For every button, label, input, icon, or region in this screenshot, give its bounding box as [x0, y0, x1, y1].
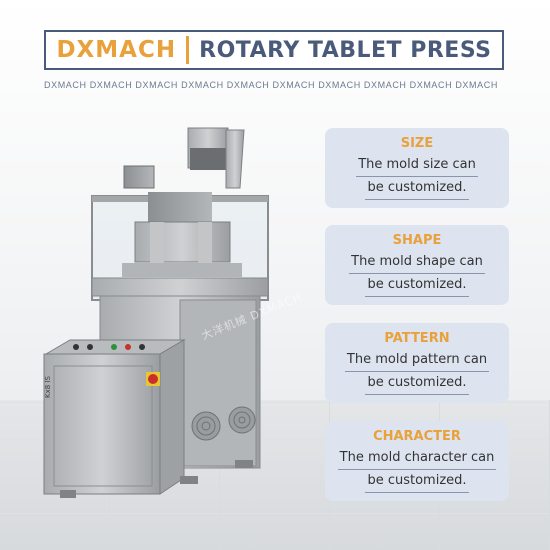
panel-label: Kx8 IS — [44, 376, 52, 398]
title-banner: DXMACH ROTARY TABLET PRESS — [44, 30, 504, 70]
brand-repeat-line: DXMACH DXMACH DXMACH DXMACH DXMACH DXMAC… — [44, 80, 498, 90]
product-title: ROTARY TABLET PRESS — [199, 37, 492, 63]
feature-card-character: CHARACTER The mold character can be cust… — [325, 421, 509, 501]
card-title: CHARACTER — [373, 428, 461, 444]
card-text-line: be customized. — [365, 472, 469, 493]
card-title: SHAPE — [392, 232, 442, 248]
card-text-line: be customized. — [365, 276, 469, 297]
title-divider — [186, 36, 190, 64]
card-title: PATTERN — [384, 330, 450, 346]
brand-name: DXMACH — [56, 37, 177, 63]
feature-card-size: SIZE The mold size can be customized. — [325, 128, 509, 208]
feature-card-shape: SHAPE The mold shape can be customized. — [325, 225, 509, 305]
card-text-line: be customized. — [365, 374, 469, 395]
card-text-line: The mold size can — [356, 156, 478, 177]
card-title: SIZE — [400, 135, 434, 151]
card-text-line: be customized. — [365, 179, 469, 200]
feature-card-pattern: PATTERN The mold pattern can be customiz… — [325, 323, 509, 403]
card-text-line: The mold character can — [337, 449, 497, 470]
card-text-line: The mold shape can — [349, 253, 485, 274]
card-text-line: The mold pattern can — [344, 351, 490, 372]
tablet-press-machine — [43, 127, 269, 498]
